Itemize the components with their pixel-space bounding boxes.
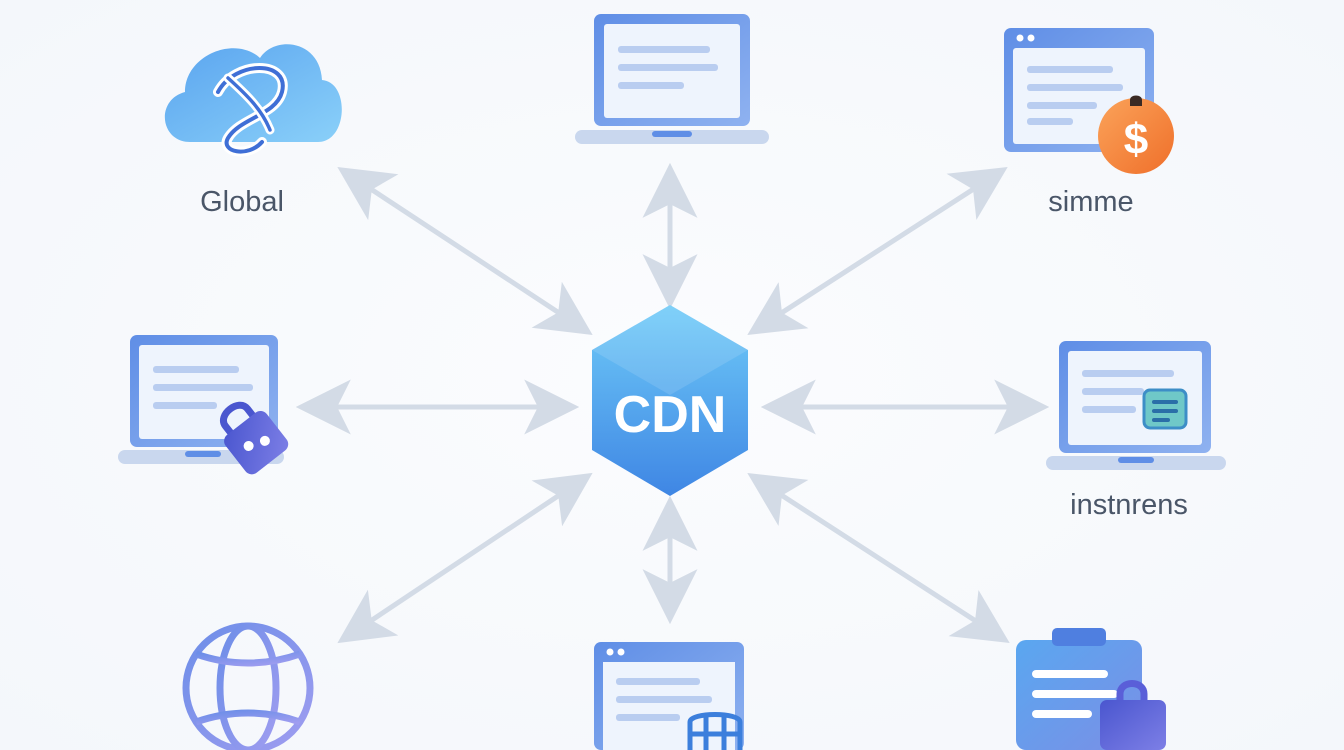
browser-grid-icon	[594, 642, 744, 750]
node-laptop-doc	[1046, 341, 1226, 470]
cloud-icon	[164, 44, 342, 157]
node-browser-grid	[594, 642, 744, 750]
arrow-to-globe	[337, 472, 593, 644]
cdn-hub: CDN	[592, 305, 748, 496]
dollar-icon	[1098, 98, 1174, 174]
connector-arrows	[295, 162, 1050, 644]
node-globe	[182, 622, 314, 750]
node-browser-payment: $	[1004, 28, 1174, 174]
node-laptop-lock	[118, 335, 289, 475]
label-laptop-doc: instnrens	[1070, 489, 1188, 521]
laptop-icon	[575, 14, 769, 144]
grid-globe-icon	[687, 712, 743, 750]
laptop-document-icon	[1046, 341, 1226, 470]
lock-icon	[220, 401, 289, 475]
browser-dollar-icon: $	[1004, 28, 1174, 174]
label-browser-payment: simme	[1048, 186, 1134, 218]
lock-icon	[1100, 680, 1166, 750]
laptop-lock-icon	[118, 335, 289, 475]
node-laptop-top	[575, 14, 769, 144]
svg-text:$: $	[1124, 115, 1148, 164]
globe-icon	[182, 622, 314, 750]
clipboard-lock-icon	[1016, 628, 1166, 750]
arrow-to-browser-payment	[747, 167, 1008, 335]
label-cloud: Global	[200, 186, 284, 218]
cdn-hub-label: CDN	[614, 386, 727, 444]
arrow-to-cloud	[337, 166, 593, 336]
node-cloud	[164, 44, 342, 157]
arrow-to-clipboard-lock	[747, 473, 1010, 643]
node-clipboard-lock	[1016, 628, 1166, 750]
cdn-hexagon-icon	[592, 305, 748, 496]
